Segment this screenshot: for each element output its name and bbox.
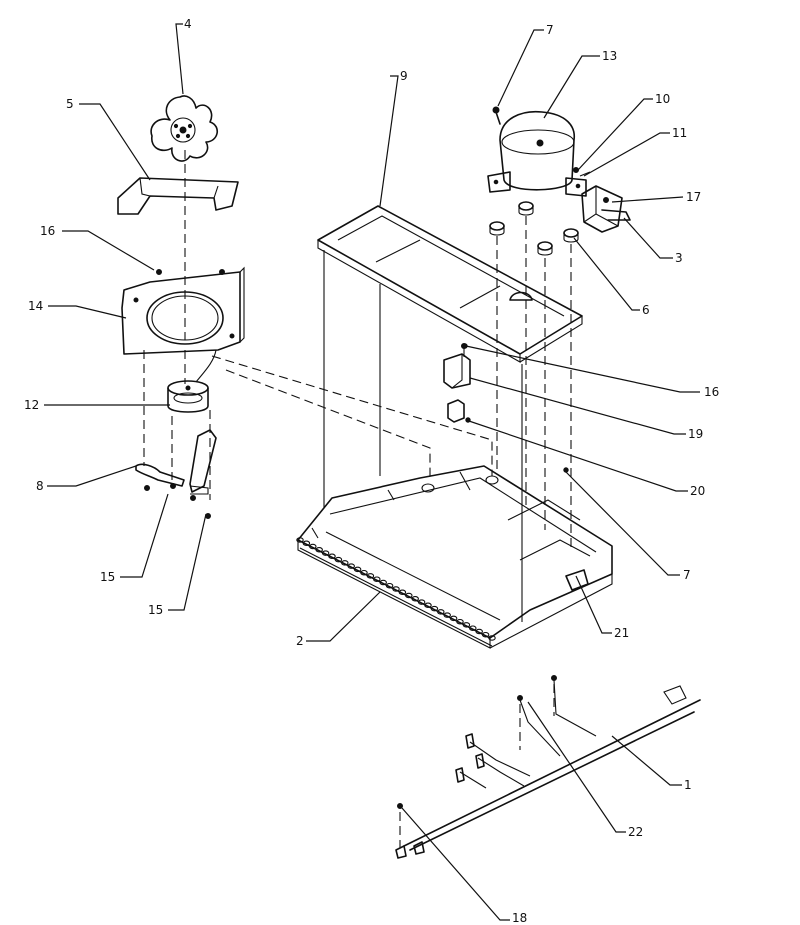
coil-fin bbox=[385, 582, 394, 589]
coil-fin bbox=[296, 537, 304, 543]
fan-blade bbox=[150, 95, 218, 162]
condenser-coil bbox=[296, 537, 496, 647]
callout-7a: 7 bbox=[546, 23, 554, 37]
callout-7b: 7 bbox=[683, 568, 691, 582]
coil-fin bbox=[430, 605, 439, 612]
callout-4: 4 bbox=[184, 17, 192, 31]
callout-5: 5 bbox=[66, 97, 74, 111]
coil-fin bbox=[392, 586, 400, 592]
callout-16b: 16 bbox=[704, 385, 719, 399]
coil-fin bbox=[302, 540, 311, 547]
coil-fin bbox=[341, 560, 349, 566]
fan-motor bbox=[167, 349, 217, 413]
coil-fin bbox=[321, 550, 330, 556]
callout-16a: 16 bbox=[40, 224, 55, 238]
coil-fin bbox=[449, 615, 458, 622]
coil-fin bbox=[411, 596, 419, 602]
coil-fin bbox=[334, 556, 343, 563]
callout-11: 11 bbox=[672, 126, 687, 140]
coil-fin bbox=[373, 576, 381, 582]
callout-8: 8 bbox=[36, 479, 44, 493]
fan-shroud bbox=[117, 177, 239, 215]
callout-18: 18 bbox=[512, 911, 527, 925]
callout-21: 21 bbox=[614, 626, 629, 640]
coil-fin bbox=[328, 553, 336, 560]
callout-leaders bbox=[44, 23, 700, 921]
callout-6: 6 bbox=[642, 303, 650, 317]
coil-fin bbox=[481, 631, 490, 638]
callout-10: 10 bbox=[655, 92, 670, 106]
tray-bracket bbox=[565, 569, 589, 591]
coil-fin bbox=[417, 599, 426, 605]
callout-19: 19 bbox=[688, 427, 703, 441]
coil-fin bbox=[443, 612, 451, 618]
callout-12: 12 bbox=[24, 398, 39, 412]
callout-9: 9 bbox=[400, 69, 408, 83]
callout-22: 22 bbox=[628, 825, 643, 839]
compressor-hardware bbox=[492, 106, 591, 177]
coil-fin bbox=[398, 589, 407, 596]
callout-15b: 15 bbox=[148, 603, 163, 617]
coil-fin bbox=[309, 543, 317, 550]
coil-fin bbox=[405, 592, 413, 599]
callout-15a: 15 bbox=[100, 570, 115, 584]
coil-fin bbox=[475, 628, 483, 635]
electrical-boxes bbox=[443, 343, 471, 423]
coil-fin bbox=[424, 602, 432, 609]
coil-fin bbox=[456, 618, 464, 625]
compressor-grommets bbox=[489, 201, 579, 256]
coil-fin bbox=[469, 625, 477, 631]
coil-fin bbox=[488, 635, 496, 641]
motor-brackets bbox=[135, 429, 217, 519]
assembly-lines bbox=[143, 150, 572, 848]
relay-overload bbox=[581, 185, 631, 233]
coil-fin bbox=[347, 563, 355, 569]
compressor bbox=[487, 110, 587, 197]
callout-17: 17 bbox=[686, 190, 701, 204]
coil-fin bbox=[315, 547, 323, 553]
fan-bracket bbox=[121, 266, 245, 355]
callout-14: 14 bbox=[28, 299, 43, 313]
cover-panel bbox=[317, 205, 583, 363]
coil-fin bbox=[366, 573, 375, 579]
callout-20: 20 bbox=[690, 484, 705, 498]
coil-edge bbox=[299, 547, 493, 647]
coil-fin bbox=[437, 609, 445, 615]
callout-1: 1 bbox=[684, 778, 692, 792]
callout-2: 2 bbox=[296, 634, 304, 648]
base-pan bbox=[297, 465, 613, 649]
coil-fin bbox=[379, 579, 387, 586]
coil-fin bbox=[360, 569, 368, 576]
callout-labels: 4 5 16 14 12 8 15 15 2 7 13 9 10 11 17 3… bbox=[24, 17, 719, 925]
wire-harness bbox=[395, 675, 701, 859]
coil-fin bbox=[462, 622, 471, 628]
callout-3: 3 bbox=[675, 251, 683, 265]
callout-13: 13 bbox=[602, 49, 617, 63]
coil-fin bbox=[353, 566, 362, 573]
